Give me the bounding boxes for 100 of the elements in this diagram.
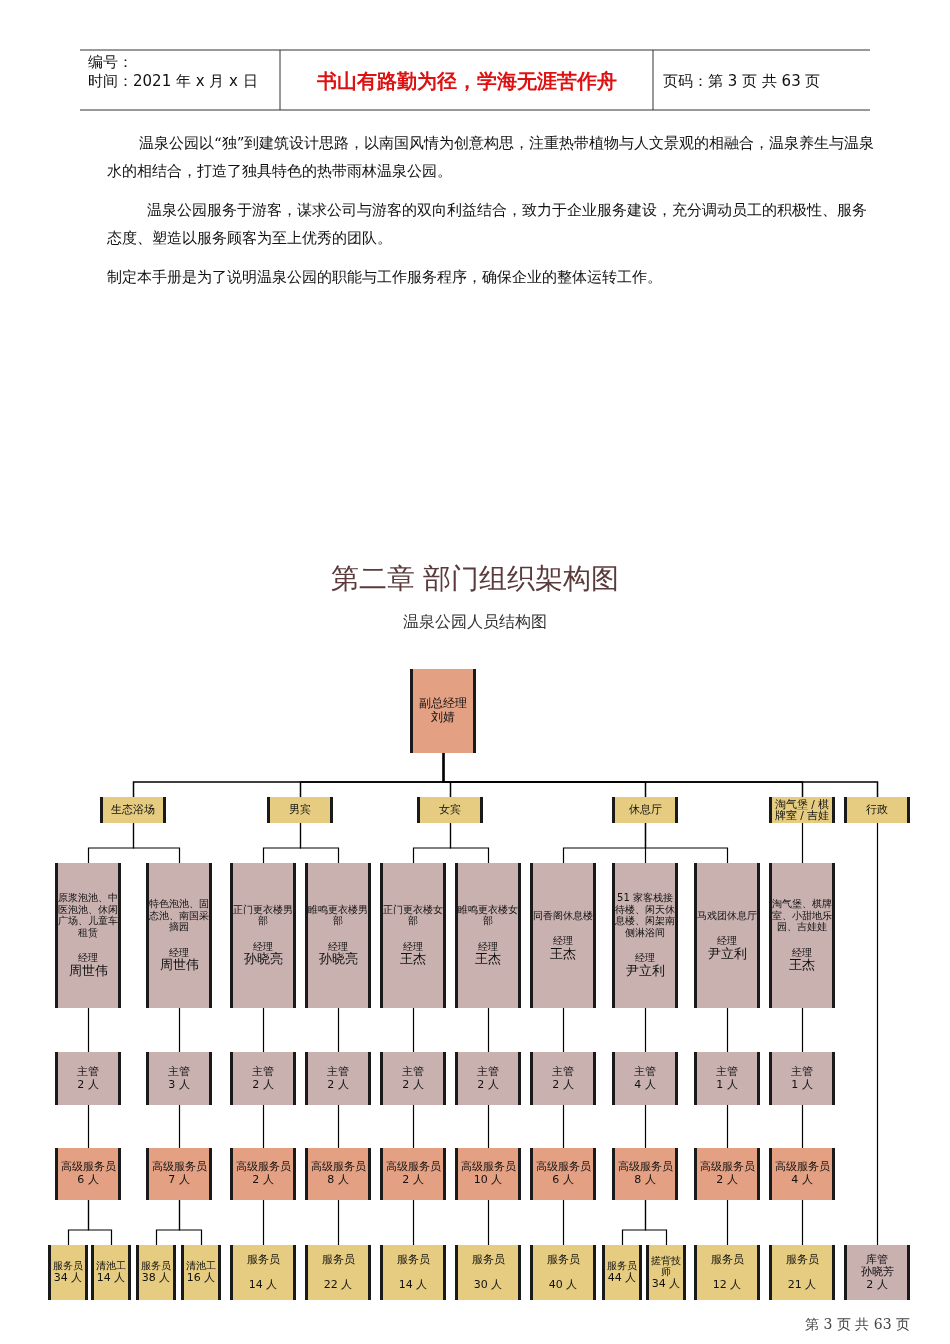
- box-label: 16 人: [186, 1271, 216, 1285]
- box-label: 王杰: [789, 958, 815, 973]
- box-label: 同香阁休息楼: [533, 909, 593, 922]
- connector-line: [178, 1104, 181, 1149]
- connector-line: [487, 1104, 490, 1149]
- box-label: 经理: [478, 940, 498, 952]
- position-box: [769, 1148, 835, 1200]
- box-label: 2 人: [402, 1174, 424, 1187]
- box-label: 主管: [168, 1065, 190, 1079]
- box-label: 主管: [716, 1065, 738, 1079]
- box-label: 10 人: [473, 1174, 503, 1187]
- box-label: 40 人: [548, 1278, 578, 1292]
- box-label: 原浆泡池、中医泡池、休闲广场、儿童车租赁: [58, 892, 118, 939]
- box-label: 服务员: [471, 1253, 505, 1267]
- position-box: [769, 863, 835, 1008]
- position-box: [769, 1052, 835, 1105]
- position-box: [55, 863, 121, 1008]
- box-label: 30 人: [473, 1278, 503, 1292]
- position-box: [146, 1052, 212, 1105]
- box-label: 经理: [169, 946, 189, 958]
- position-box: [305, 1052, 371, 1105]
- paragraph: 温泉公园服务于游客，谋求公司与游客的双向利益结合，致力于企业服务建设，充分调动员工的积极性、服务态度、塑造以服务顾客为至上优秀的团队。: [107, 200, 868, 249]
- connector-line: [178, 1199, 203, 1246]
- box-label: 男宾: [289, 804, 311, 816]
- box-label: 尹立利: [707, 946, 747, 962]
- box-label: 睢鸣更衣楼男部: [308, 903, 368, 927]
- position-box: [612, 797, 678, 823]
- subtitle-text: 温泉公园人员结构图: [402, 612, 548, 633]
- box-label: 高级服务员: [60, 1161, 116, 1174]
- box-label: 服务员: [710, 1253, 744, 1267]
- connector-line: [87, 1007, 90, 1053]
- header-text: 时间：2021 年 x 月 x 日: [88, 72, 258, 91]
- position-box: [230, 863, 296, 1008]
- box-label: 特色泡池、固态池、南国采摘园: [149, 898, 209, 933]
- box-label: 服务员: [246, 1253, 280, 1267]
- box-label: 孙晓亮: [243, 952, 283, 968]
- box-label: 淘气堡 / 棋牌室 / 吉娃: [773, 799, 831, 821]
- connector-line: [801, 1104, 804, 1149]
- box-label: 主管: [252, 1065, 274, 1079]
- position-box: [646, 1245, 686, 1300]
- box-label: 3 人: [168, 1078, 190, 1092]
- box-label: 8 人: [327, 1174, 349, 1187]
- box-label: 8 人: [634, 1174, 656, 1187]
- connector-line: [87, 1104, 90, 1149]
- box-label: 高级服务员: [235, 1161, 291, 1174]
- box-label: 34 人: [53, 1271, 83, 1285]
- box-label: 经理: [403, 940, 423, 952]
- box-label: 34 人: [651, 1277, 681, 1291]
- box-label: 6 人: [77, 1174, 99, 1187]
- page-number: 第 3 页 共 63 页: [804, 1316, 910, 1334]
- box-label: 孙晓芳: [860, 1266, 894, 1279]
- box-label: 主管: [634, 1065, 656, 1079]
- box-label: 4 人: [634, 1078, 656, 1092]
- position-box: [612, 863, 678, 1008]
- box-label: 周世伟: [68, 963, 108, 979]
- position-box: [230, 1052, 296, 1105]
- connector-line: [262, 1104, 265, 1149]
- connector-line: [644, 822, 729, 864]
- connector-line: [262, 1007, 265, 1053]
- position-box: [380, 1052, 446, 1105]
- position-box: [844, 1245, 910, 1300]
- box-label: 主管: [77, 1065, 99, 1079]
- box-label: 主管: [477, 1065, 499, 1079]
- box-label: 2 人: [252, 1174, 274, 1187]
- position-box: [602, 1245, 642, 1300]
- box-label: 服务员: [53, 1260, 83, 1272]
- box-label: 12 人: [712, 1278, 742, 1292]
- box-label: 4 人: [791, 1174, 813, 1187]
- paragraph: 制定本手册是为了说明温泉公园的职能与工作服务程序，确保企业的整体运转工作。: [107, 267, 663, 288]
- position-box: [410, 669, 476, 753]
- connector-line: [487, 1007, 490, 1053]
- box-label: 2 人: [252, 1078, 274, 1092]
- box-label: 高级服务员: [699, 1161, 755, 1174]
- position-box: [455, 1245, 521, 1300]
- connector-line: [299, 822, 340, 864]
- box-label: 服务员: [321, 1253, 355, 1267]
- position-box: [55, 1148, 121, 1200]
- connector-line: [801, 1007, 804, 1053]
- connector-line: [337, 1007, 340, 1053]
- connector-line: [337, 1199, 340, 1246]
- box-label: 服务员: [396, 1253, 430, 1267]
- box-label: 2 人: [866, 1278, 888, 1292]
- box-label: 14 人: [96, 1271, 126, 1285]
- box-label: 服务员: [546, 1253, 580, 1267]
- connector-line: [562, 1007, 565, 1053]
- box-label: 38 人: [141, 1271, 171, 1285]
- box-label: 经理: [553, 935, 573, 947]
- position-box: [844, 797, 910, 823]
- box-label: 库管: [866, 1253, 888, 1266]
- connector-line: [562, 1199, 565, 1246]
- box-label: 2 人: [552, 1078, 574, 1092]
- box-label: 周世伟: [159, 958, 199, 973]
- connector-line: [442, 752, 879, 798]
- position-box: [694, 1148, 760, 1200]
- connector-line: [801, 1199, 804, 1246]
- connector-line: [876, 822, 879, 1246]
- box-label: 2 人: [477, 1078, 499, 1092]
- connector-line: [337, 1104, 340, 1149]
- box-label: 14 人: [248, 1278, 278, 1292]
- position-box: [530, 1148, 596, 1200]
